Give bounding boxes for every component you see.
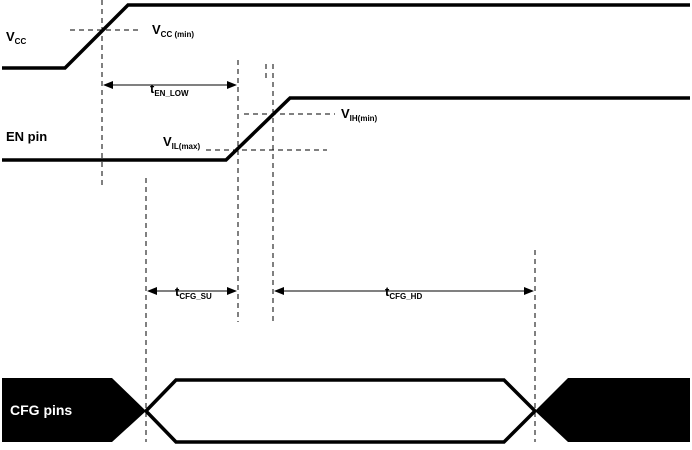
- cfg-pins-label: CFG pins: [10, 402, 72, 418]
- vih-min-label: VIH(min): [341, 106, 378, 123]
- en-waveform: [2, 96, 690, 162]
- t-en-low-label: tEN_LOW: [150, 81, 189, 98]
- vcc-label: VCC: [6, 29, 26, 46]
- cfg-valid-window: [143, 378, 538, 444]
- t-cfg-hd-label: tCFG_HD: [385, 284, 422, 301]
- t-cfg-su-label: tCFG_SU: [175, 284, 212, 301]
- en-pin-label: EN pin: [6, 129, 47, 144]
- vil-max-label: VIL(max): [163, 134, 200, 151]
- cfg-left-block: [2, 378, 146, 442]
- cfg-right-block: [535, 378, 690, 442]
- vcc-min-label: VCC (min): [152, 22, 194, 39]
- vcc-waveform: [2, 3, 690, 70]
